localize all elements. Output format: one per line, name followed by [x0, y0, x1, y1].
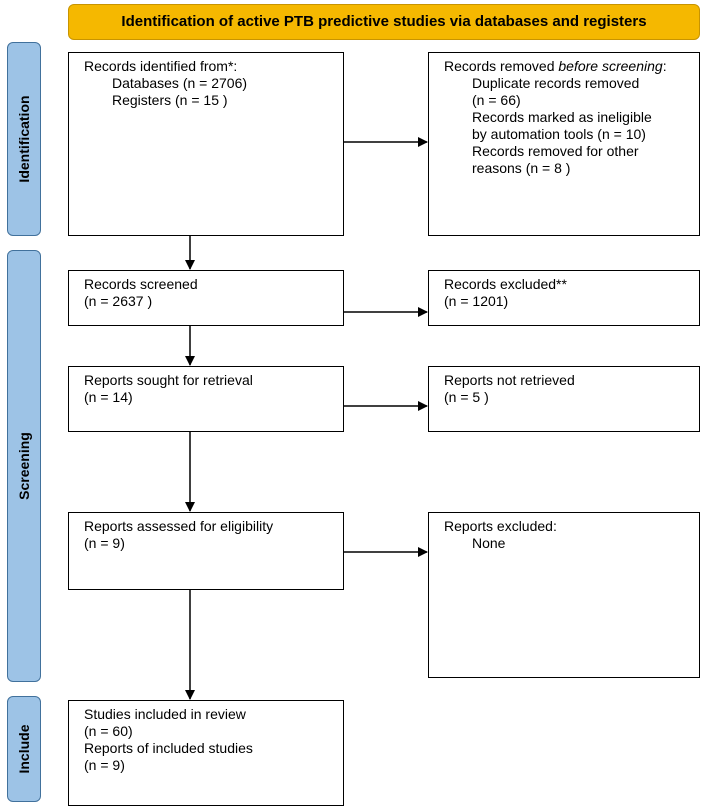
studies-included-count: (n = 60): [84, 723, 133, 739]
records-screened-label: Records screened: [84, 276, 198, 292]
phase-identification: Identification: [7, 42, 41, 236]
reports-assessed-count: (n = 9): [84, 535, 125, 551]
databases-count: Databases (n = 2706): [112, 75, 248, 91]
records-removed-box: Records removed before screening: Duplic…: [428, 52, 700, 236]
records-removed-heading: Records removed before screening:: [444, 58, 667, 74]
ineligible-label: Records marked as ineligible: [472, 109, 652, 125]
records-excluded-box: Records excluded** (n = 1201): [428, 270, 700, 326]
records-screened-count: (n = 2637 ): [84, 293, 153, 309]
diagram-title: Identification of active PTB predictive …: [68, 4, 700, 40]
records-screened-box: Records screened (n = 2637 ): [68, 270, 344, 326]
reports-not-retrieved-box: Reports not retrieved (n = 5 ): [428, 366, 700, 432]
records-identified-heading: Records identified from*:: [84, 58, 238, 74]
reports-excluded-value: None: [472, 535, 506, 551]
reports-sought-count: (n = 14): [84, 389, 133, 405]
other-removed-count: reasons (n = 8 ): [472, 160, 571, 176]
reports-sought-box: Reports sought for retrieval (n = 14): [68, 366, 344, 432]
duplicates-count: (n = 66): [472, 92, 521, 108]
records-excluded-count: (n = 1201): [444, 293, 509, 309]
phase-screening: Screening: [7, 250, 41, 682]
reports-included-count: (n = 9): [84, 757, 125, 773]
duplicates-label: Duplicate records removed: [472, 75, 640, 91]
phase-include: Include: [7, 696, 41, 802]
other-removed-label: Records removed for other: [472, 143, 639, 159]
reports-excluded-label: Reports excluded:: [444, 518, 557, 534]
studies-included-box: Studies included in review (n = 60) Repo…: [68, 700, 344, 806]
records-excluded-label: Records excluded**: [444, 276, 567, 292]
ineligible-count: by automation tools (n = 10): [472, 126, 646, 142]
studies-included-label: Studies included in review: [84, 706, 246, 722]
reports-sought-label: Reports sought for retrieval: [84, 372, 253, 388]
registers-count: Registers (n = 15 ): [112, 92, 228, 108]
reports-not-retrieved-label: Reports not retrieved: [444, 372, 575, 388]
reports-assessed-box: Reports assessed for eligibility (n = 9): [68, 512, 344, 590]
reports-assessed-label: Reports assessed for eligibility: [84, 518, 274, 534]
reports-included-label: Reports of included studies: [84, 740, 253, 756]
reports-not-retrieved-count: (n = 5 ): [444, 389, 489, 405]
reports-excluded-box: Reports excluded: None: [428, 512, 700, 678]
records-identified-box: Records identified from*: Databases (n =…: [68, 52, 344, 236]
